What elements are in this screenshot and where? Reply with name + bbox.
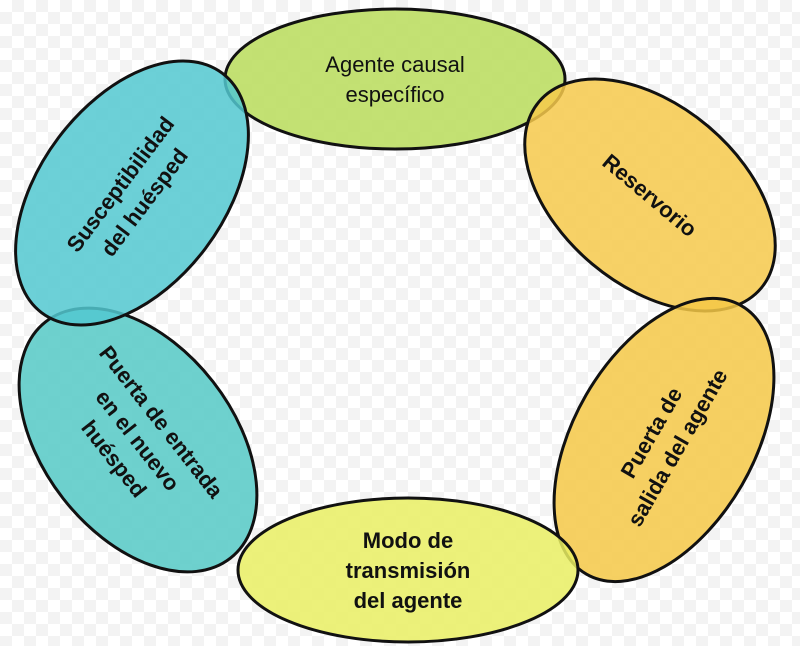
node-agent bbox=[223, 7, 567, 151]
node-reservoir bbox=[523, 77, 777, 313]
node-agent-label-line: específico bbox=[345, 82, 444, 107]
node-transmission-label-line: transmisión bbox=[346, 558, 471, 583]
node-reservoir-shape bbox=[523, 77, 777, 313]
node-transmission-label-line: del agente bbox=[354, 588, 463, 613]
node-agent-label-line: Agente causal bbox=[325, 52, 464, 77]
node-entry bbox=[17, 306, 259, 574]
node-transmission-shape bbox=[236, 496, 580, 644]
node-exit-shape bbox=[552, 296, 776, 584]
node-exit bbox=[552, 296, 776, 584]
node-transmission bbox=[236, 496, 580, 644]
node-susceptibility-shape bbox=[14, 59, 250, 327]
node-transmission-label-line: Modo de bbox=[363, 528, 453, 553]
node-agent-label-group: Agente causal específico bbox=[325, 52, 464, 107]
node-agent-shape bbox=[223, 7, 567, 151]
node-susceptibility bbox=[14, 59, 250, 327]
node-transmission-label-group: Modo de transmisión del agente bbox=[346, 528, 471, 613]
node-entry-shape bbox=[17, 306, 259, 574]
